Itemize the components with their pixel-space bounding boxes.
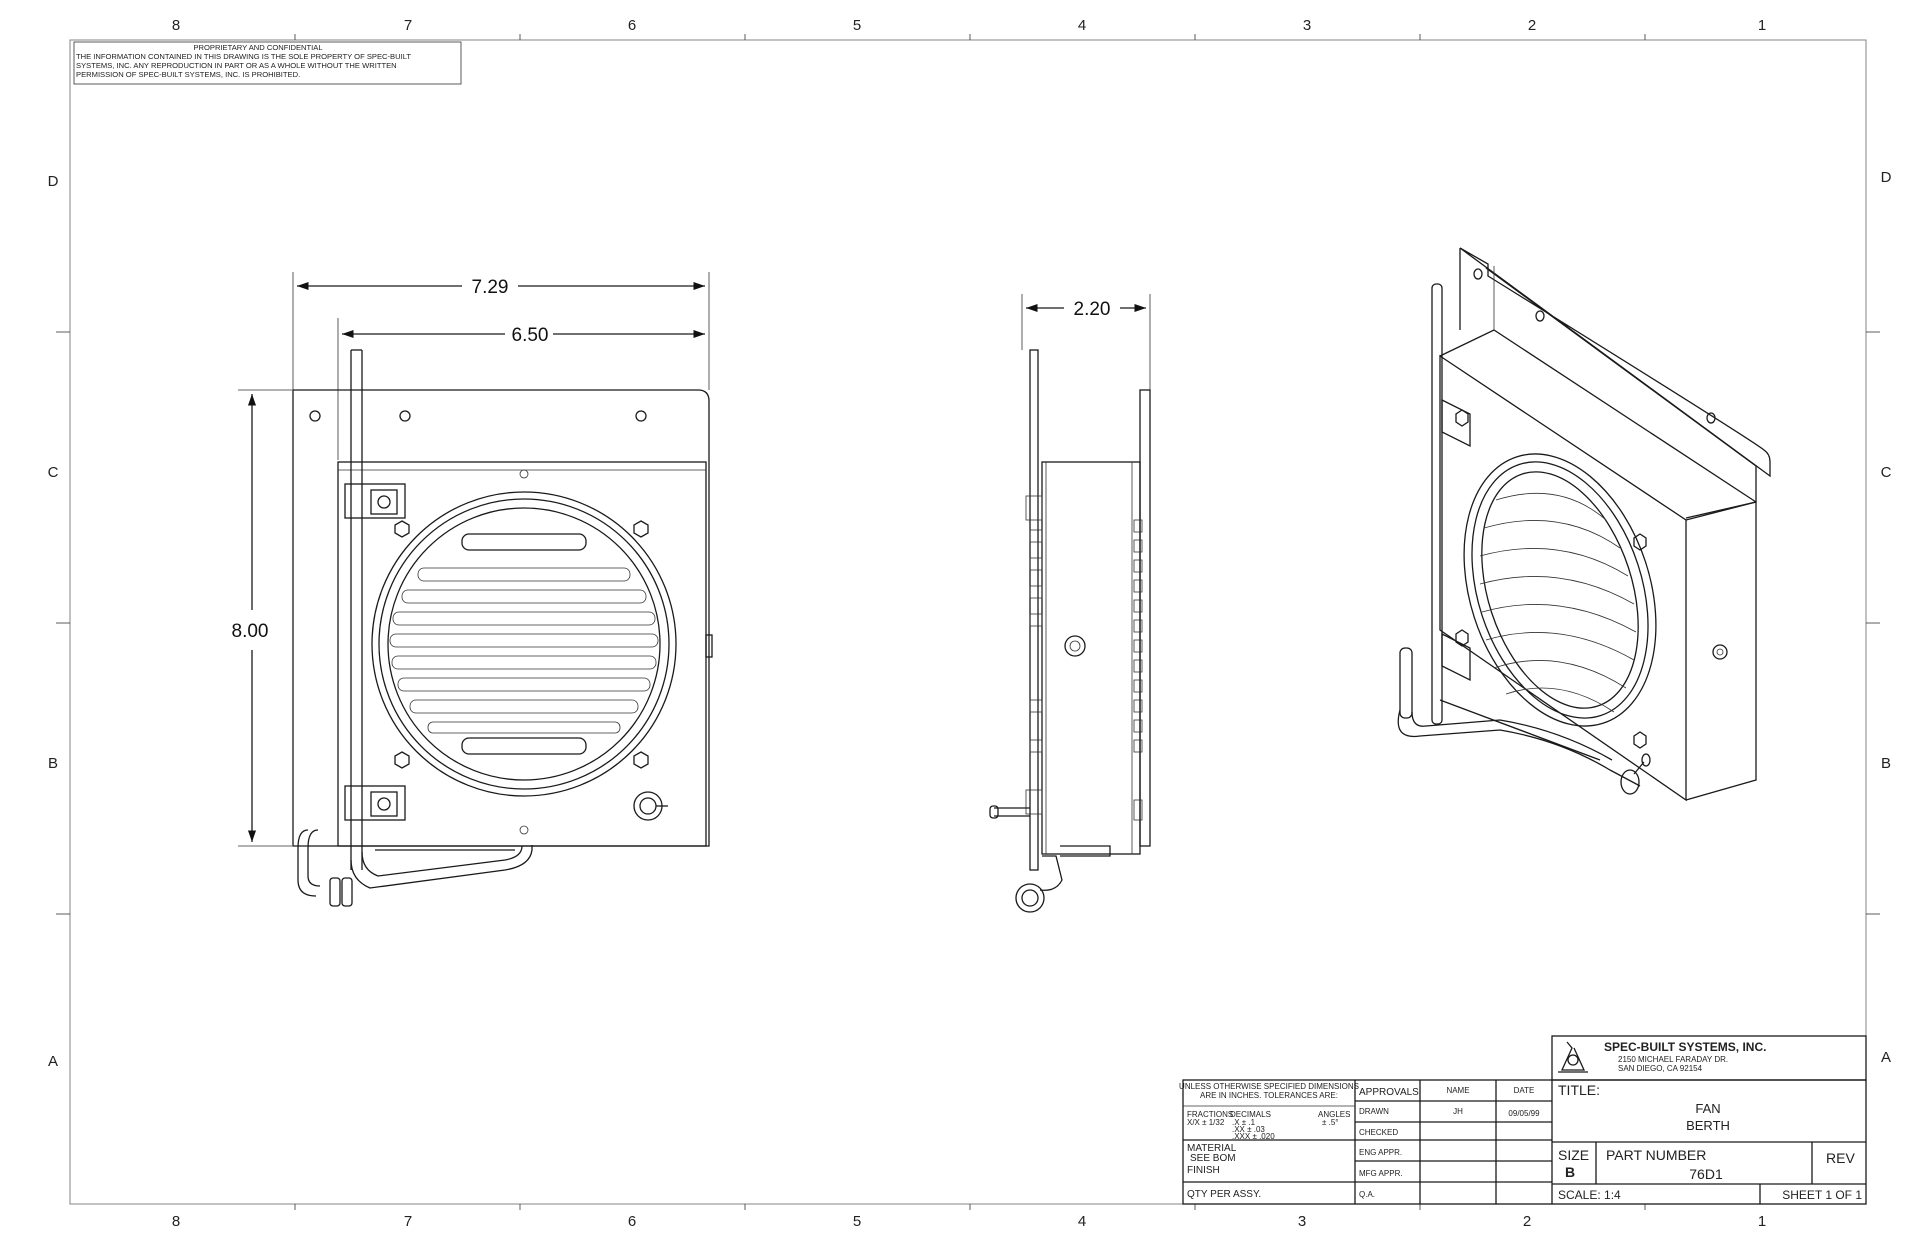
tolerance-note-1: UNLESS OTHERWISE SPECIFIED DIMENSIONS — [1179, 1082, 1359, 1091]
drawn-date: 09/05/99 — [1508, 1109, 1540, 1118]
zone-row-right-c: C — [1881, 464, 1892, 481]
fractions-value: X/X ± 1/32 — [1187, 1118, 1225, 1127]
zone-col-top-7: 7 — [404, 17, 412, 34]
drawn-label: DRAWN — [1359, 1107, 1389, 1116]
zone-row-left-a: A — [48, 1053, 58, 1070]
zone-col-bottom-7: 7 — [404, 1213, 412, 1230]
company-address-1: 2150 MICHAEL FARADAY DR. — [1618, 1055, 1728, 1064]
zone-col-top-1: 1 — [1758, 17, 1766, 34]
decimals-xx: .XX ± .03 — [1232, 1125, 1265, 1134]
company-logo-icon — [1558, 1041, 1588, 1073]
zone-row-right-b: B — [1881, 755, 1891, 772]
approvals-label: APPROVALS — [1359, 1087, 1419, 1098]
zone-col-top-3: 3 — [1303, 17, 1311, 34]
part-number-label: PART NUMBER — [1606, 1147, 1706, 1163]
checked-label: CHECKED — [1359, 1128, 1398, 1137]
side-view: 2.20 — [989, 294, 1151, 913]
zone-col-bottom-2: 2 — [1523, 1213, 1531, 1230]
title-line-2: BERTH — [1686, 1118, 1730, 1133]
title-line-1: FAN — [1695, 1101, 1720, 1116]
zone-col-top-5: 5 — [853, 17, 861, 34]
zone-col-top-4: 4 — [1078, 17, 1086, 34]
drawn-name: JH — [1453, 1107, 1463, 1116]
zone-row-left-c: C — [48, 464, 59, 481]
title-block: SPEC-BUILT SYSTEMS, INC. 2150 MICHAEL FA… — [1179, 1035, 1867, 1205]
front-view: 7.29 6.50 8.00 — [232, 272, 713, 907]
decimals-xxx: .XXX ± .020 — [1232, 1132, 1275, 1141]
zone-col-top-2: 2 — [1528, 17, 1536, 34]
eng-appr-label: ENG APPR. — [1359, 1148, 1402, 1157]
mfg-appr-label: MFG APPR. — [1359, 1169, 1403, 1178]
date-header: DATE — [1514, 1086, 1535, 1095]
title-label: TITLE: — [1558, 1082, 1600, 1098]
zone-col-bottom-1: 1 — [1758, 1213, 1766, 1230]
zone-col-top-6: 6 — [628, 17, 636, 34]
fractions-label: FRACTIONS — [1187, 1110, 1233, 1119]
qty-per-assy-label: QTY PER ASSY. — [1187, 1189, 1261, 1200]
tolerance-note-2: ARE IN INCHES. TOLERANCES ARE: — [1200, 1091, 1338, 1100]
sheet-label: SHEET 1 OF 1 — [1782, 1188, 1862, 1202]
size-label: SIZE — [1558, 1147, 1589, 1163]
angles-label: ANGLES — [1318, 1110, 1350, 1119]
part-number-value: 76D1 — [1689, 1166, 1723, 1182]
drawing-border — [69, 39, 1867, 1205]
zone-col-bottom-5: 5 — [853, 1213, 861, 1230]
dim-body-width: 6.50 — [512, 325, 549, 346]
zone-col-bottom-6: 6 — [628, 1213, 636, 1230]
dim-height: 8.00 — [232, 621, 269, 642]
notice-line-2: SYSTEMS, INC. ANY REPRODUCTION IN PART O… — [76, 61, 397, 70]
zone-col-top-8: 8 — [172, 17, 180, 34]
decimals-label: DECIMALS — [1230, 1110, 1271, 1119]
zone-row-left-b: B — [48, 755, 58, 772]
company-address-2: SAN DIEGO, CA 92154 — [1618, 1064, 1703, 1073]
decimals-x: .X ± .1 — [1232, 1118, 1256, 1127]
zone-col-bottom-3: 3 — [1298, 1213, 1306, 1230]
isometric-view — [1397, 247, 1771, 802]
zone-row-right-d: D — [1881, 169, 1892, 186]
rev-label: REV — [1826, 1150, 1855, 1166]
proprietary-notice: PROPRIETARY AND CONFIDENTIAL THE INFORMA… — [73, 41, 462, 85]
size-value: B — [1565, 1164, 1575, 1180]
zone-ticks — [56, 34, 1880, 1210]
dim-overall-width: 7.29 — [472, 277, 509, 298]
material-label: MATERIAL — [1187, 1143, 1237, 1154]
finish-label: FINISH — [1187, 1165, 1220, 1176]
notice-line-1: THE INFORMATION CONTAINED IN THIS DRAWIN… — [76, 52, 411, 61]
angles-value: ± .5° — [1322, 1118, 1338, 1127]
name-header: NAME — [1446, 1086, 1469, 1095]
zone-col-bottom-4: 4 — [1078, 1213, 1086, 1230]
qa-label: Q.A. — [1359, 1190, 1375, 1199]
material-value: SEE BOM — [1190, 1153, 1236, 1164]
zone-row-right-a: A — [1881, 1049, 1891, 1066]
zone-col-bottom-8: 8 — [172, 1213, 180, 1230]
notice-title: PROPRIETARY AND CONFIDENTIAL — [193, 43, 322, 52]
notice-line-3: PERMISSION OF SPEC-BUILT SYSTEMS, INC. I… — [76, 70, 300, 79]
scale-label: SCALE: 1:4 — [1558, 1188, 1621, 1202]
dim-depth: 2.20 — [1074, 299, 1111, 320]
zone-row-left-d: D — [48, 173, 59, 190]
company-name: SPEC-BUILT SYSTEMS, INC. — [1604, 1040, 1766, 1054]
